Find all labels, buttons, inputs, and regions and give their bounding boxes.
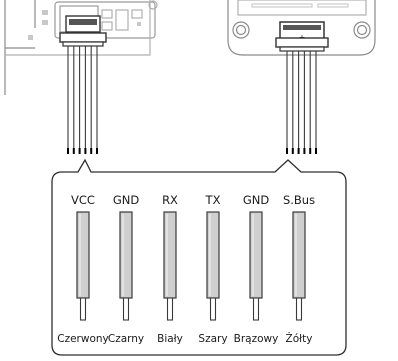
wire-core xyxy=(295,297,303,321)
wire-color-label: Czarny xyxy=(108,333,144,345)
wire-insulation xyxy=(249,211,263,299)
wire-core xyxy=(209,297,217,321)
left-board xyxy=(4,0,158,95)
wire-signal-label: S.Bus xyxy=(283,193,315,207)
wire-insulation xyxy=(292,211,306,299)
wire-signal-label: TX xyxy=(205,193,221,207)
right-board xyxy=(227,0,376,56)
wire-insulation xyxy=(119,211,133,299)
wire-color-label: Szary xyxy=(198,333,227,345)
wire-core xyxy=(79,297,87,321)
wire-signal-label: GND xyxy=(113,193,140,207)
wire-color-label: Brązowy xyxy=(234,333,279,345)
wire-core xyxy=(122,297,130,321)
wire-signal-label: RX xyxy=(162,193,178,207)
wire-core xyxy=(252,297,260,321)
wire-insulation xyxy=(76,211,90,299)
wire-signal-label: GND xyxy=(243,193,270,207)
left-board-pads xyxy=(28,10,141,40)
wire-color-label: Żółty xyxy=(286,332,313,345)
wire-insulation xyxy=(206,211,220,299)
wire-core xyxy=(166,297,174,321)
wire-color-label: Czerwony xyxy=(57,333,109,345)
wire-legend: VCC Czerwony GND Czarny RX Biały TX Szary GND Brą… xyxy=(57,193,315,345)
right-connector: + xyxy=(275,21,329,52)
ribbon-cable-right xyxy=(286,51,317,154)
wire-signal-label: VCC xyxy=(71,193,95,207)
wire-insulation xyxy=(163,211,177,299)
ribbon-cable-left xyxy=(67,46,98,154)
left-connector xyxy=(59,15,107,47)
wire-color-label: Biały xyxy=(157,333,183,345)
